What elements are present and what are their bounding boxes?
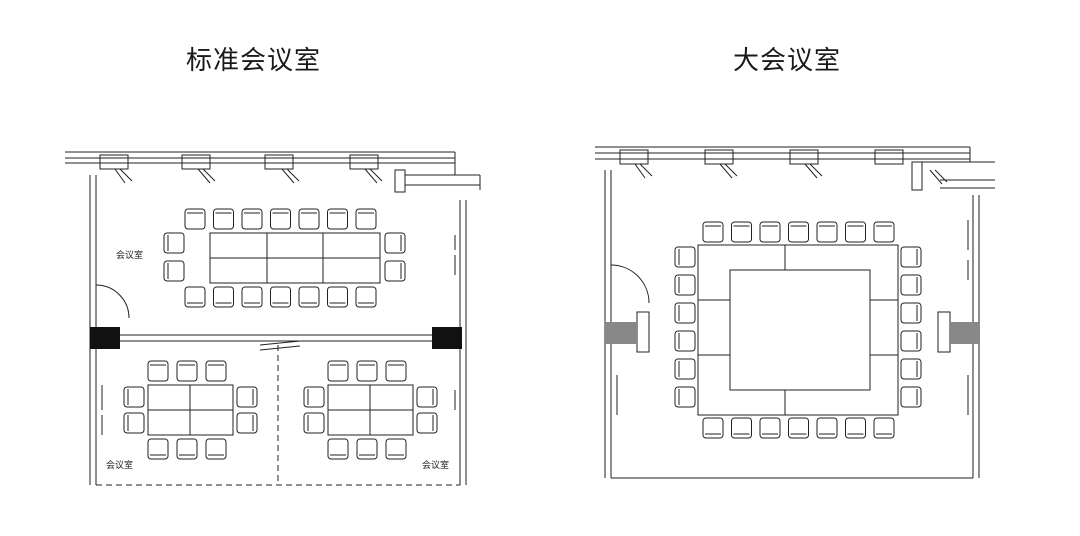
chair-symbol	[674, 302, 696, 324]
chair-symbol	[163, 232, 185, 254]
chair-symbol	[356, 360, 378, 382]
chair-symbol	[674, 386, 696, 408]
chair-symbol	[900, 246, 922, 268]
chair-symbol	[356, 438, 378, 460]
chair-symbol	[384, 232, 406, 254]
chair-symbol	[147, 438, 169, 460]
chair-symbol	[416, 386, 438, 408]
chair-symbol	[176, 360, 198, 382]
chair-symbol	[674, 330, 696, 352]
chair-symbol	[900, 330, 922, 352]
chair-symbol	[176, 438, 198, 460]
large-room-floorplan	[595, 146, 995, 479]
chair-symbol	[213, 286, 234, 308]
chair-symbol	[674, 358, 696, 380]
room-label-2: 会议室	[106, 459, 133, 471]
chair-symbol	[873, 417, 895, 439]
chair-symbol	[900, 302, 922, 324]
chair-symbol	[123, 412, 145, 434]
chair-symbol	[788, 417, 809, 439]
window-units	[619, 149, 948, 191]
chair-symbol	[385, 438, 407, 460]
chair-symbol	[731, 221, 752, 243]
chair-symbol	[147, 360, 169, 382]
chair-symbol	[236, 386, 258, 408]
chair-symbol	[702, 417, 724, 439]
chair-symbol	[674, 274, 696, 296]
chair-symbol	[788, 221, 809, 243]
chair-symbol	[241, 208, 263, 230]
chair-symbol	[816, 417, 838, 439]
chair-symbol	[184, 286, 206, 308]
chair-symbol	[270, 208, 291, 230]
chair-symbol	[731, 417, 752, 439]
chair-symbol	[184, 208, 206, 230]
chair-symbol	[236, 412, 258, 434]
room-label-3: 会议室	[422, 459, 449, 471]
chair-symbol	[900, 386, 922, 408]
chair-symbol	[163, 260, 185, 282]
chair-symbol	[241, 286, 263, 308]
chair-symbol	[384, 260, 406, 282]
chair-symbol	[900, 358, 922, 380]
chair-symbol	[873, 221, 895, 243]
chair-symbol	[298, 286, 320, 308]
chair-symbol	[303, 386, 325, 408]
chair-symbol	[213, 208, 234, 230]
window-units	[99, 154, 406, 193]
plan-title-standard: 标准会议室	[186, 46, 322, 76]
chair-symbol	[327, 360, 349, 382]
chair-symbol	[845, 417, 866, 439]
chair-symbol	[270, 286, 291, 308]
chair-symbol	[416, 412, 438, 434]
chair-symbol	[205, 360, 227, 382]
plan-title-large: 大会议室	[733, 46, 842, 76]
chair-symbol	[900, 274, 922, 296]
chair-symbol	[123, 386, 145, 408]
chair-symbol	[205, 438, 227, 460]
chair-symbol	[759, 417, 781, 439]
chair-symbol	[303, 412, 325, 434]
chair-symbol	[355, 208, 377, 230]
chair-symbol	[845, 221, 866, 243]
chair-symbol	[327, 286, 348, 308]
chair-symbol	[674, 246, 696, 268]
chair-symbol	[298, 208, 320, 230]
chair-symbol	[816, 221, 838, 243]
chair-symbol	[327, 438, 349, 460]
chair-symbol	[355, 286, 377, 308]
room-label-1: 会议室	[116, 249, 143, 261]
chair-symbol	[759, 221, 781, 243]
chair-symbol	[385, 360, 407, 382]
chair-symbol	[327, 208, 348, 230]
standard-room-floorplan: 会议室 会议室 会议室	[65, 151, 481, 486]
chair-symbol	[702, 221, 724, 243]
